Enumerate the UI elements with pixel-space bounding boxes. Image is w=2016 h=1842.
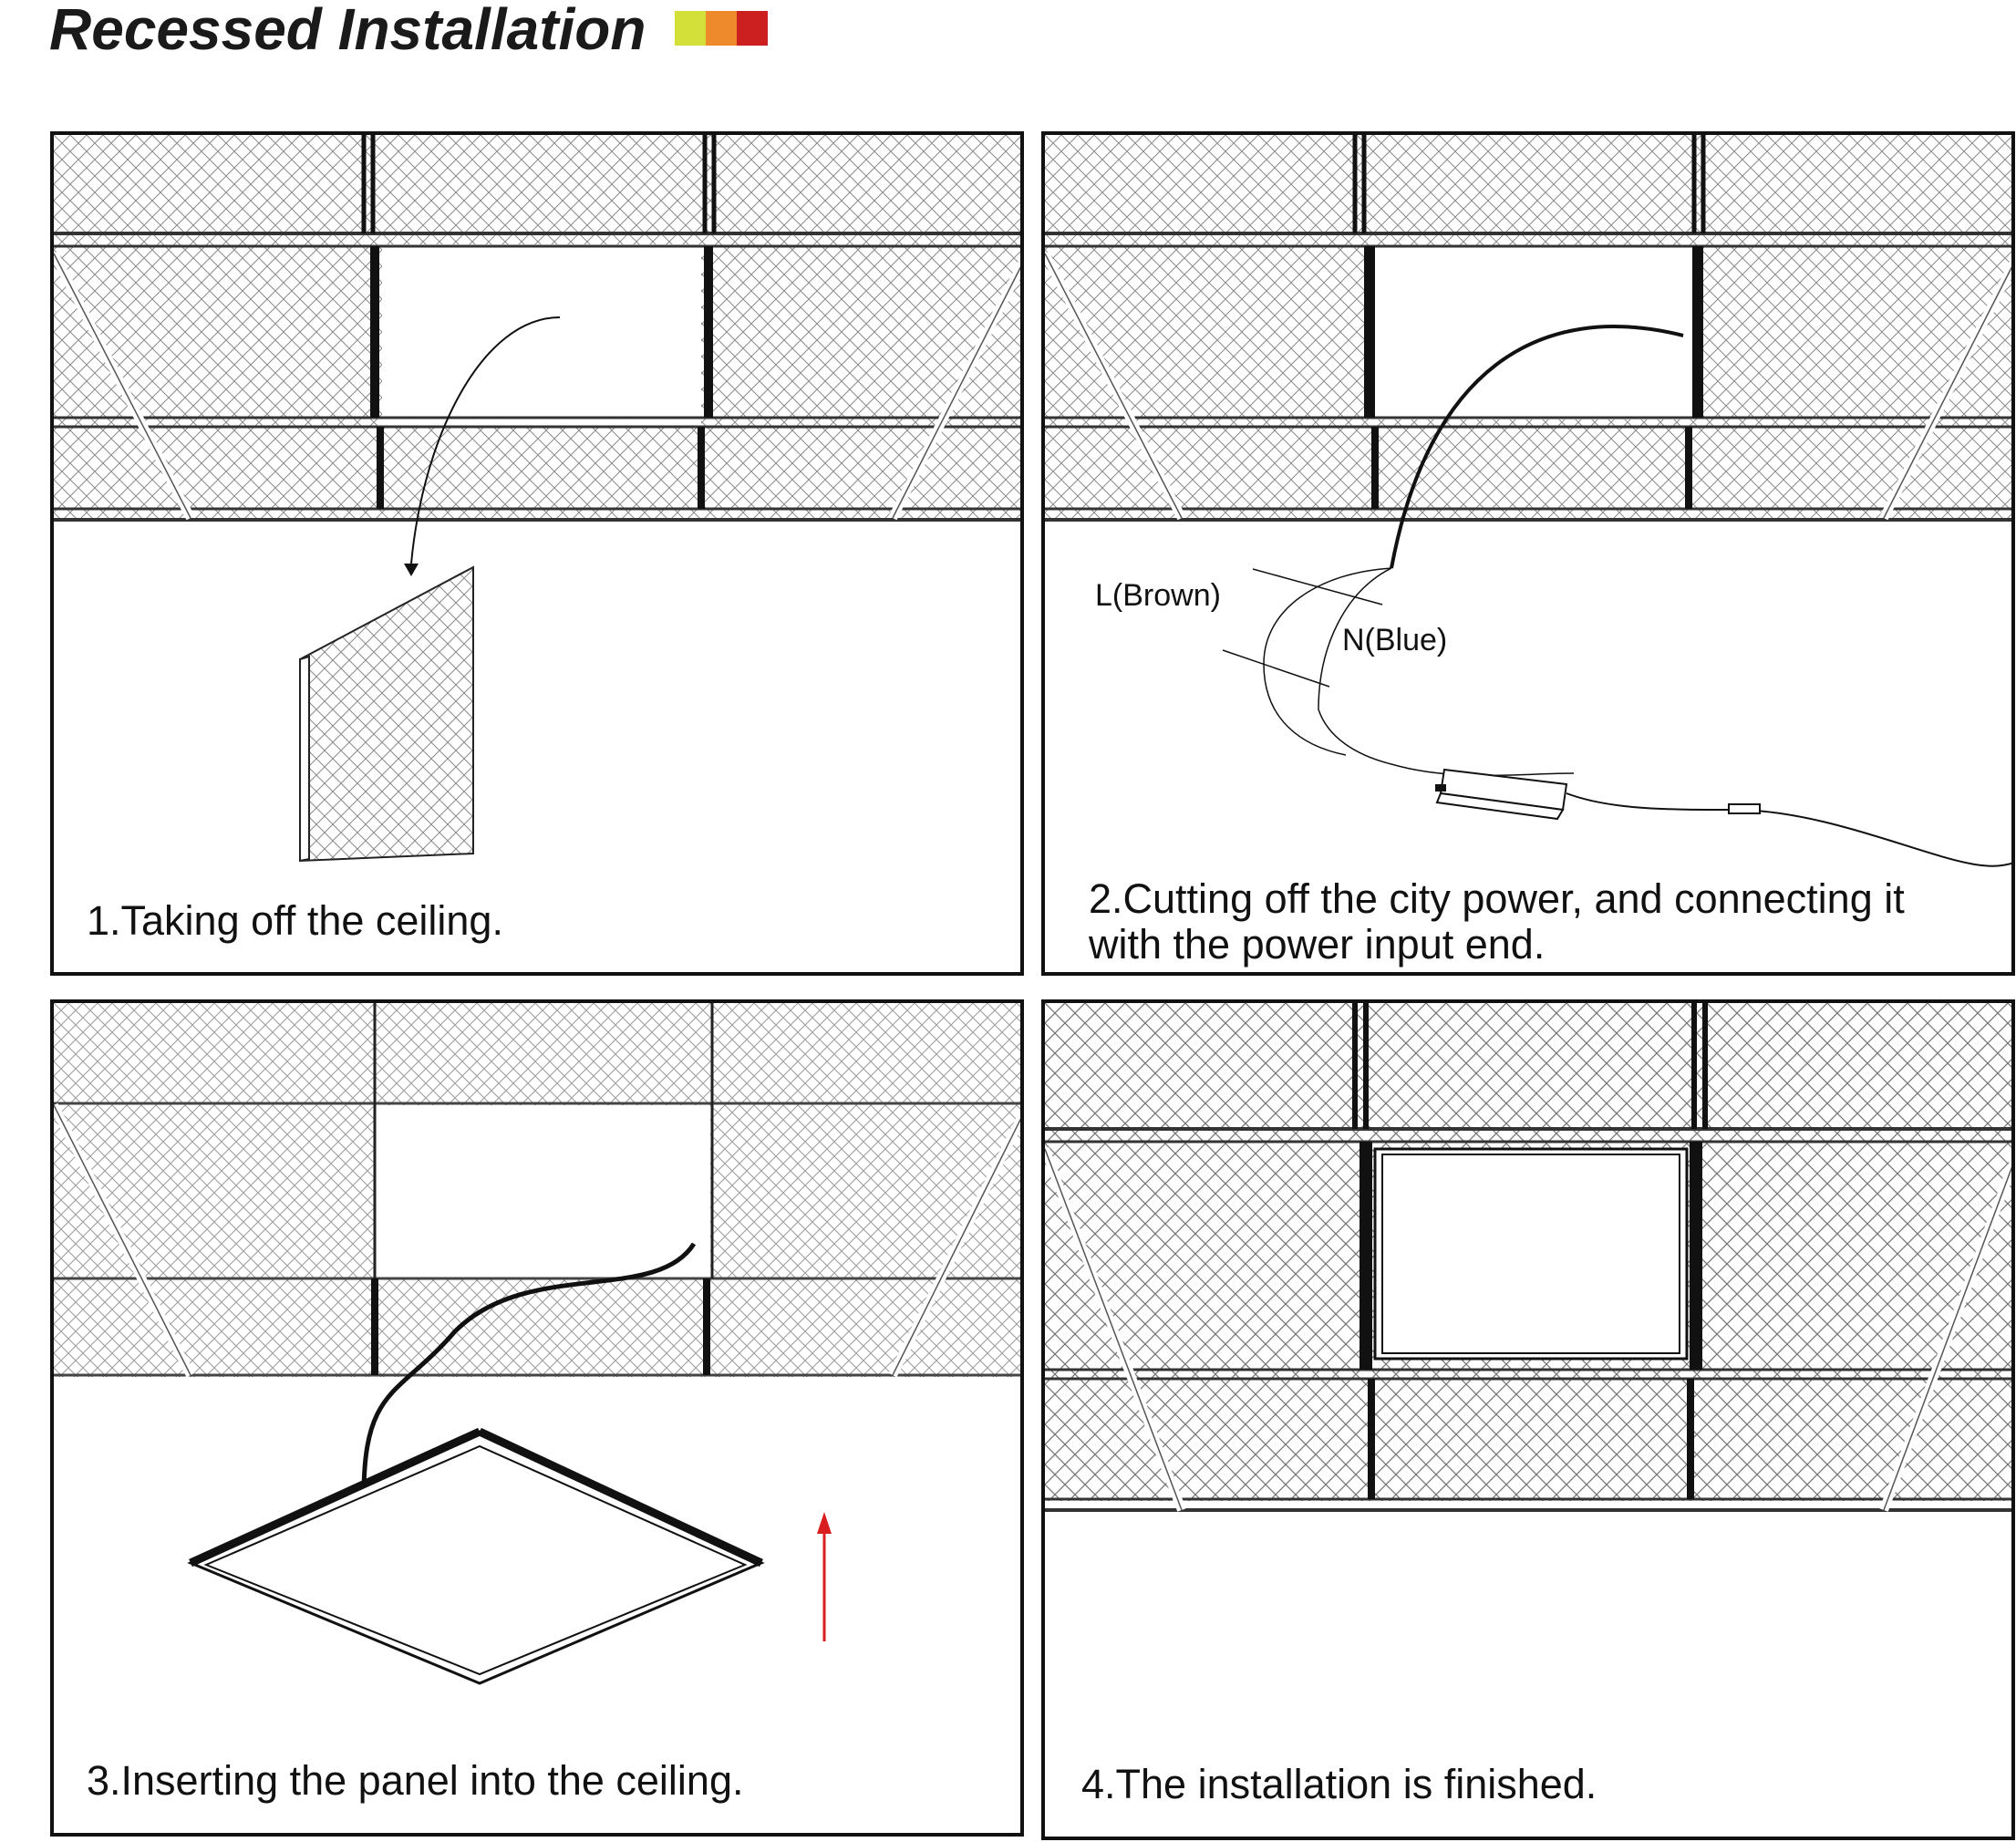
page-title: Recessed Installation xyxy=(49,0,646,62)
upward-arrow xyxy=(817,1512,832,1641)
wire-n-label: N(Blue) xyxy=(1342,623,1448,657)
led-panel xyxy=(187,1427,765,1685)
step-3-illustration xyxy=(54,1003,1020,1685)
step-3-panel xyxy=(50,999,1024,1837)
step-2-panel xyxy=(1041,131,2015,976)
swatch-yellow xyxy=(675,11,706,46)
wire-blue xyxy=(1318,567,1575,777)
cable-connector xyxy=(1728,803,1761,814)
power-cable xyxy=(361,1242,697,1496)
wire-l-label: L(Brown) xyxy=(1095,578,1221,613)
removed-ceiling-tile xyxy=(299,565,474,863)
color-swatches xyxy=(675,11,768,46)
l-wire-leader xyxy=(1252,568,1383,605)
step-2-caption-line-2: with the power input end. xyxy=(1089,921,1546,968)
step-4-caption: 4.The installation is finished. xyxy=(1081,1761,1597,1807)
step-4-panel xyxy=(1041,999,2015,1840)
swatch-red xyxy=(737,11,768,46)
ceiling-grid xyxy=(54,135,1020,522)
ceiling-grid xyxy=(1045,135,2011,522)
output-cable xyxy=(1566,792,2011,867)
ceiling-opening xyxy=(375,1105,710,1278)
power-cable xyxy=(1390,325,1684,569)
led-driver xyxy=(1435,768,1568,821)
n-wire-leader xyxy=(1222,649,1330,688)
step-3-caption: 3.Inserting the panel into the ceiling. xyxy=(87,1757,744,1804)
step-4-illustration xyxy=(1045,1003,2011,1512)
ceiling-grid xyxy=(54,1003,1020,1378)
step-1-panel xyxy=(50,131,1024,976)
step-1-illustration xyxy=(54,135,1020,863)
removal-arrow xyxy=(410,316,561,564)
step-1-caption: 1.Taking off the ceiling. xyxy=(87,897,503,944)
ceiling-opening xyxy=(1373,246,1692,419)
ceiling-grid xyxy=(1045,1003,2011,1512)
step-2-caption-line-1: 2.Cutting off the city power, and connec… xyxy=(1089,875,1905,922)
ceiling-opening xyxy=(382,244,701,427)
step-2-illustration xyxy=(1045,135,2011,867)
swatch-orange xyxy=(706,11,737,46)
